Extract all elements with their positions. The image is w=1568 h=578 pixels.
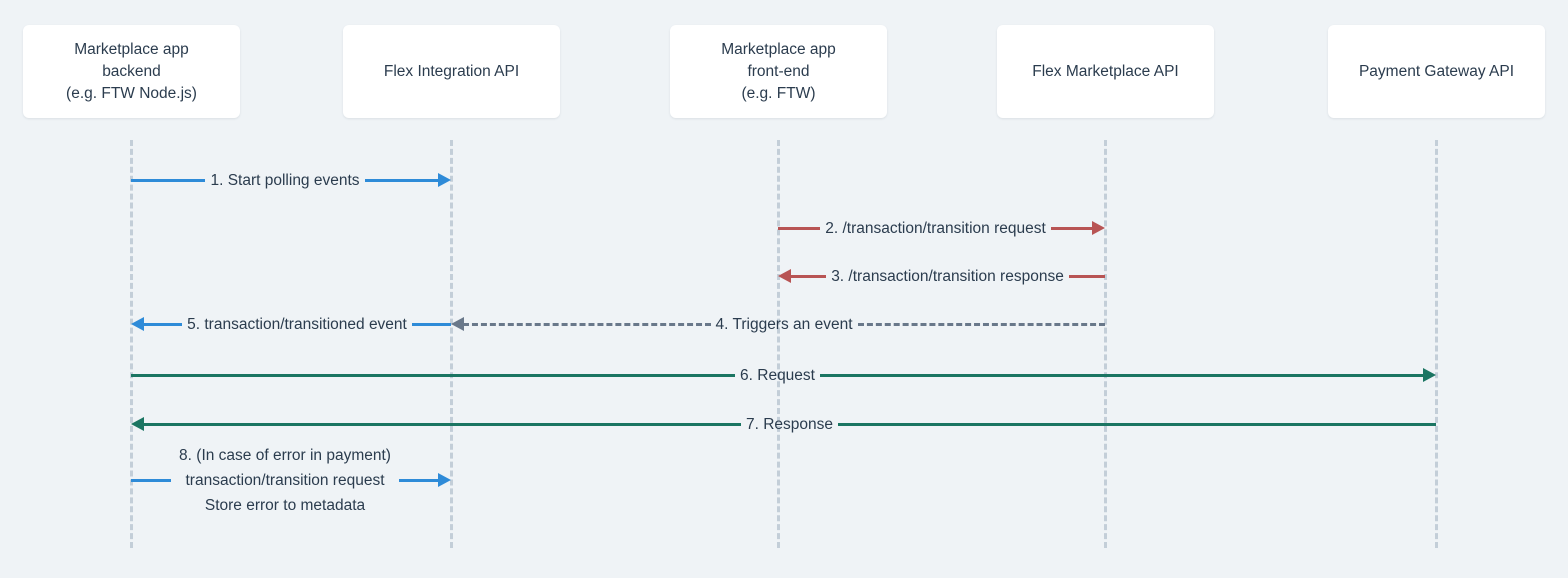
message-label: 1. Start polling events	[210, 171, 360, 189]
message-label: 5. transaction/transitioned event	[187, 315, 407, 333]
message-line	[131, 478, 172, 482]
message-line	[411, 322, 451, 326]
message-line	[364, 178, 439, 182]
message-label: 4. Triggers an event	[715, 315, 853, 333]
message-line	[131, 373, 736, 377]
arrowhead-right	[1423, 368, 1436, 382]
message-line	[1050, 226, 1094, 230]
arrowhead-right	[438, 473, 452, 487]
message-line	[1068, 274, 1106, 278]
lifeline-frontend	[777, 140, 780, 548]
participant-label: Marketplace app backend (e.g. FTW Node.j…	[66, 40, 197, 102]
arrowhead-left	[451, 317, 464, 331]
arrowhead-right	[1092, 221, 1106, 235]
participant-gateway: Payment Gateway API	[1328, 25, 1545, 118]
participant-label: Flex Integration API	[383, 62, 520, 80]
message-label: 3. /transaction/transition response	[831, 267, 1064, 285]
lifeline-integration	[450, 140, 453, 548]
lifeline-backend	[130, 140, 133, 548]
message-line	[143, 422, 741, 426]
participant-label: Marketplace app front-end (e.g. FTW)	[721, 40, 836, 102]
participant-label: Flex Marketplace API	[1032, 62, 1179, 80]
arrowhead-right	[438, 173, 451, 187]
participant-integration: Flex Integration API	[343, 25, 560, 118]
message-line	[790, 274, 827, 278]
lifeline-gateway	[1435, 140, 1438, 548]
arrowhead-left	[131, 317, 144, 331]
participant-frontend: Marketplace app front-end (e.g. FTW)	[670, 25, 887, 118]
participant-label: Payment Gateway API	[1358, 62, 1515, 80]
message-line	[143, 322, 183, 326]
message-line	[838, 422, 1436, 426]
arrowhead-left	[778, 269, 791, 283]
message-label: 6. Request	[740, 366, 815, 384]
message-line	[398, 478, 440, 482]
message-line	[131, 178, 206, 182]
participant-backend: Marketplace app backend (e.g. FTW Node.j…	[23, 25, 240, 118]
participant-marketplace: Flex Marketplace API	[997, 25, 1214, 118]
message-label: 2. /transaction/transition request	[825, 219, 1046, 237]
message-line	[778, 226, 821, 230]
message-line	[463, 322, 711, 326]
arrowhead-left	[131, 417, 144, 431]
message-label: 8. (In case of error in payment) transac…	[179, 446, 391, 514]
lifeline-marketplace	[1104, 140, 1107, 548]
message-label: 7. Response	[745, 415, 834, 433]
message-line	[857, 322, 1105, 326]
message-line	[819, 373, 1424, 377]
